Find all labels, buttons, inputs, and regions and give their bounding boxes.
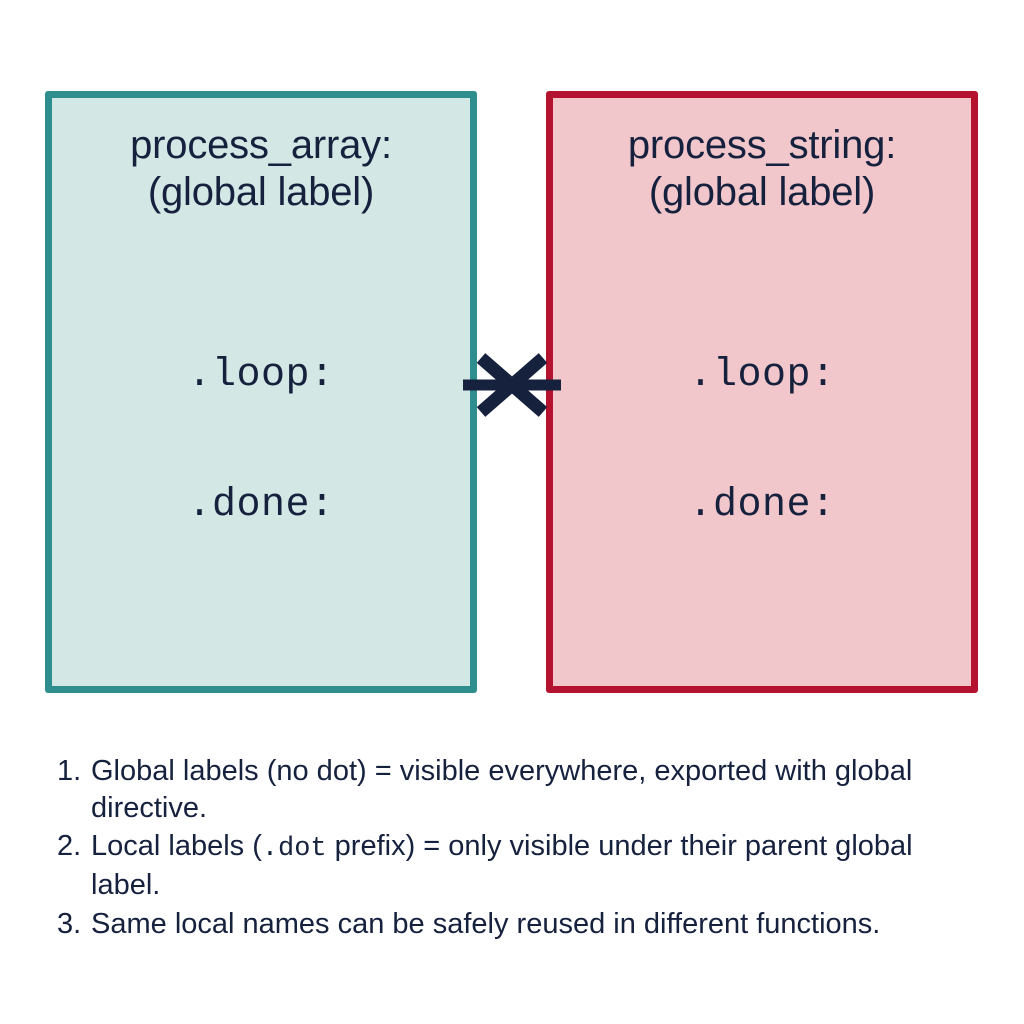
note-number: 1. — [57, 755, 82, 787]
scope-box-title-process-string: process_string: (global label) — [553, 122, 971, 216]
note-item-2: 2. Local labels (.dot prefix) = only vis… — [57, 828, 967, 904]
scope-box-title-process-array: process_array: (global label) — [52, 122, 470, 216]
scope-box-title-line1: process_string: — [627, 123, 897, 167]
note-text: Local labels (.dot prefix) = only visibl… — [91, 828, 967, 904]
note-text: Same local names can be safely reused in… — [91, 906, 967, 943]
scope-box-title-line2: (global label) — [147, 170, 375, 215]
no-link-cross-icon — [463, 353, 561, 417]
local-label-done-process-string: .done: — [688, 483, 836, 528]
note-item-1: 1. Global labels (no dot) = visible ever… — [57, 753, 967, 826]
note-number: 3. — [57, 907, 82, 940]
scope-box-process-array: process_array: (global label) .loop: .do… — [45, 91, 477, 693]
note-text-part: prefix) = only visible under their paren… — [91, 830, 913, 902]
local-label-done-process-array: .done: — [187, 483, 335, 528]
local-label-loop-process-array: .loop: — [187, 353, 335, 398]
notes-list: 1. Global labels (no dot) = visible ever… — [57, 753, 967, 944]
local-label-loop-process-string: .loop: — [688, 353, 836, 398]
note-item-3: 3. Same local names can be safely reused… — [57, 906, 967, 943]
scope-box-title-line1: process_array: — [130, 123, 392, 167]
scope-box-process-string: process_string: (global label) .loop: .d… — [546, 91, 978, 693]
note-mono-token: .dot — [261, 834, 327, 865]
scope-box-title-line2: (global label) — [648, 170, 876, 215]
note-text-part: Local labels ( — [91, 830, 262, 863]
note-text-part: Global labels (no dot) = visible everywh… — [91, 755, 913, 824]
note-text: Global labels (no dot) = visible everywh… — [91, 753, 967, 826]
note-number: 2. — [57, 830, 82, 863]
note-text-part: Same local names can be safely reused in… — [91, 907, 881, 940]
